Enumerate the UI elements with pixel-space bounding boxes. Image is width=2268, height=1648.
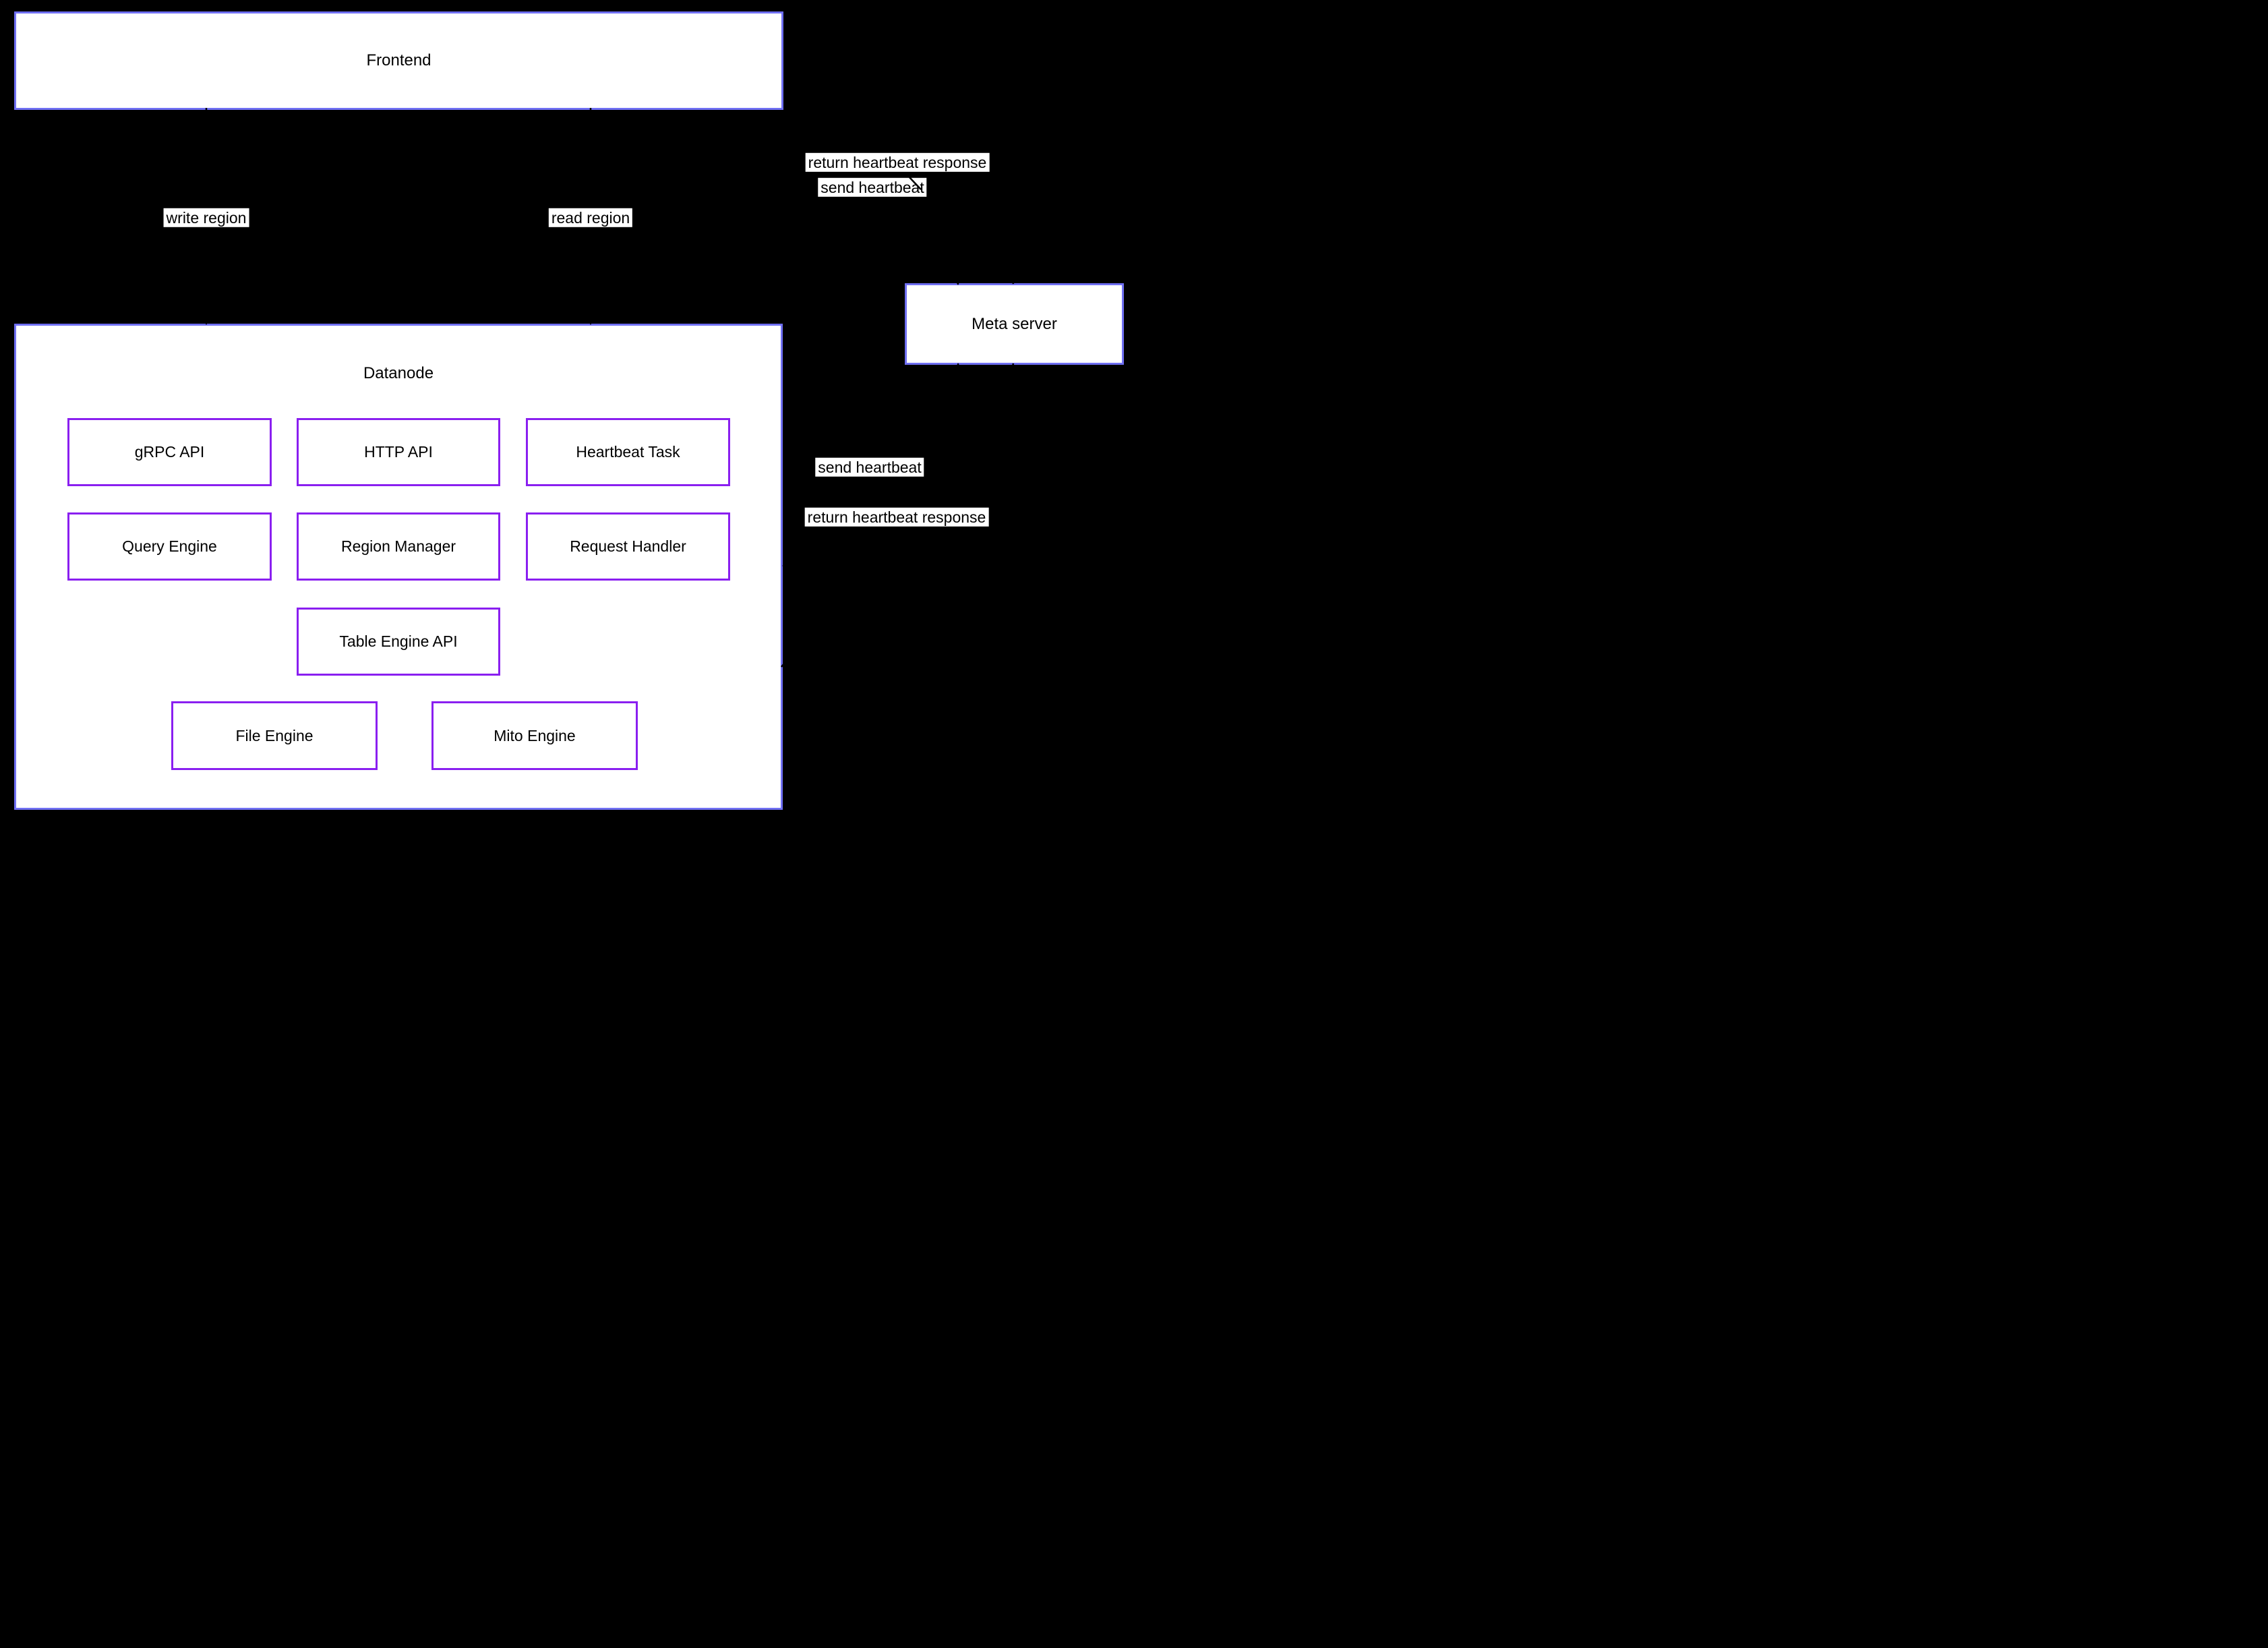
node-region-manager-label: Region Manager xyxy=(340,537,456,555)
node-table-engine-api: Table Engine API xyxy=(297,608,500,676)
datanode-container: Datanode gRPC API HTTP API Heartbeat Tas… xyxy=(14,324,783,810)
diagram-canvas: Frontend Meta server Datanode gRPC API H… xyxy=(0,0,1134,824)
meta-server-node: Meta server xyxy=(905,283,1124,365)
node-region-manager: Region Manager xyxy=(297,512,500,581)
edge-label-send-heartbeat-bottom: send heartbeat xyxy=(815,457,924,477)
node-request-handler: Request Handler xyxy=(526,512,730,581)
edge-return-heartbeat-frontend-line xyxy=(817,111,1015,285)
node-file-engine: File Engine xyxy=(171,701,378,770)
edge-label-write-region: write region xyxy=(163,208,249,228)
datanode-label: Datanode xyxy=(363,364,434,382)
meta-server-label: Meta server xyxy=(972,314,1057,333)
edge-label-read-region: read region xyxy=(548,208,633,228)
edge-label-return-heartbeat-top: return heartbeat response xyxy=(805,152,990,173)
edge-return-heartbeat-datanode-arrowhead xyxy=(782,562,789,570)
edge-label-return-heartbeat-bottom: return heartbeat response xyxy=(804,507,989,527)
node-file-engine-label: File Engine xyxy=(235,726,314,744)
edge-label-send-heartbeat-top: send heartbeat xyxy=(818,177,927,198)
frontend-node: Frontend xyxy=(14,11,783,110)
node-http-api-label: HTTP API xyxy=(364,443,433,461)
node-http-api: HTTP API xyxy=(297,418,500,486)
frontend-label: Frontend xyxy=(366,51,431,69)
node-grpc-api: gRPC API xyxy=(67,418,272,486)
node-query-engine: Query Engine xyxy=(67,512,272,581)
node-query-engine-label: Query Engine xyxy=(122,537,217,555)
node-mito-engine: Mito Engine xyxy=(431,701,638,770)
node-heartbeat-task-label: Heartbeat Task xyxy=(576,443,680,461)
edge-return-heartbeat-frontend-arrowhead xyxy=(814,110,823,118)
node-mito-engine-label: Mito Engine xyxy=(494,726,576,744)
node-table-engine-api-label: Table Engine API xyxy=(339,632,458,650)
node-heartbeat-task: Heartbeat Task xyxy=(526,418,730,486)
node-request-handler-label: Request Handler xyxy=(570,537,686,555)
node-grpc-api-label: gRPC API xyxy=(134,443,205,461)
